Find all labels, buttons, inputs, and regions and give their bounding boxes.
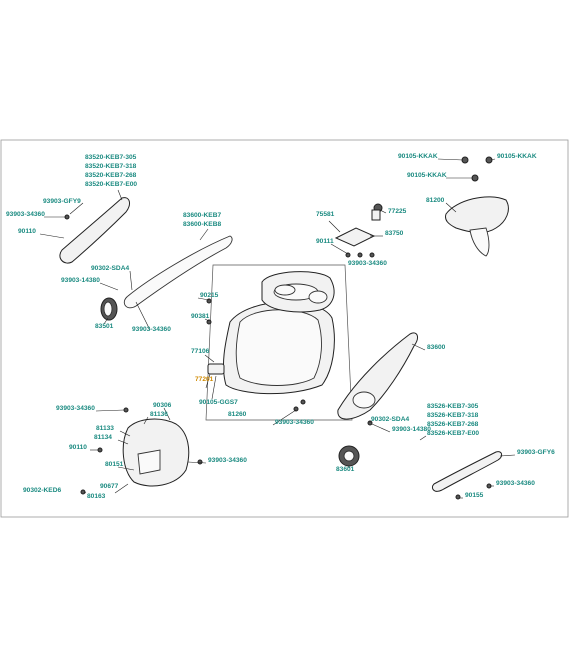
- diagram-frame: [0, 139, 569, 518]
- part-label-93903-34360: 93903-34360: [496, 480, 535, 487]
- part-label-90306: 90306: [153, 402, 172, 409]
- part-label-83600-keb7: 83600-KEB7: [183, 212, 221, 219]
- reflector-83601-part: [338, 445, 360, 467]
- part-label-83600: 83600: [427, 344, 446, 351]
- hardware-fasteners: [64, 156, 493, 500]
- part-label-93903-14380: 93903-14380: [61, 277, 100, 284]
- reflector-83501-part: [100, 297, 118, 321]
- part-label-83526-keb7-268: 83526-KEB7-268: [427, 421, 479, 428]
- part-label-93903-gfy9: 93903-GFY9: [43, 198, 81, 205]
- part-label-83600-keb8: 83600-KEB8: [183, 221, 221, 228]
- part-label-83520-keb7-268: 83520-KEB7-268: [85, 172, 137, 179]
- part-label-83520-keb7-318: 83520-KEB7-318: [85, 163, 137, 170]
- part-label-90105-ggs7: 90105-GGS7: [199, 399, 238, 406]
- part-label-90105-kkak: 90105-KKAK: [407, 172, 447, 179]
- part-label-77225: 77225: [388, 208, 407, 215]
- part-label-93903-14380: 93903-14380: [392, 426, 431, 433]
- leader-lines: [39, 158, 516, 499]
- rear-cover-83750-part: [334, 203, 383, 247]
- rear-carrier-81200-part: [445, 196, 509, 257]
- part-label-93903-34360: 93903-34360: [275, 419, 314, 426]
- part-label-90111: 90111: [316, 238, 334, 245]
- part-label-90215: 90215: [200, 292, 219, 299]
- part-label-81260: 81260: [228, 411, 247, 418]
- left-side-cover: [123, 235, 233, 309]
- part-label-93903-34360: 93903-34360: [348, 260, 387, 267]
- part-label-80151: 80151: [105, 461, 124, 468]
- left-side-strip: [59, 197, 130, 264]
- part-label-93903-34360: 93903-34360: [132, 326, 171, 333]
- part-label-83501: 83501: [95, 323, 114, 330]
- part-label-83520-keb7-e00: 83520-KEB7-E00: [85, 181, 137, 188]
- part-label-75581: 75581: [316, 211, 335, 218]
- pad-77201-part: [207, 363, 225, 375]
- part-label-90381: 90381: [191, 313, 210, 320]
- part-label-83526-keb7-e00: 83526-KEB7-E00: [427, 430, 479, 437]
- part-label-81133: 81133: [96, 425, 114, 432]
- part-label-90105-kkak: 90105-KKAK: [398, 153, 438, 160]
- part-label-81134: 81134: [94, 434, 112, 441]
- part-label-81200: 81200: [426, 197, 445, 204]
- right-cover-vent: [352, 391, 376, 409]
- part-label-83750: 83750: [385, 230, 404, 237]
- part-label-83526-keb7-318: 83526-KEB7-318: [427, 412, 479, 419]
- right-lower-strip: [431, 451, 503, 492]
- lower-front-cover: [122, 418, 190, 487]
- part-number-labels: 83520-KEB7-305 83520-KEB7-318 83520-KEB7-2…: [6, 153, 555, 500]
- part-label-93903-34360: 93903-34360: [6, 211, 45, 218]
- part-label-90677: 90677: [100, 483, 119, 490]
- part-label-77201: 77201: [195, 376, 214, 383]
- seat-storage-box: [222, 271, 335, 395]
- part-label-90302-sda4: 90302-SDA4: [91, 265, 129, 272]
- part-label-93903-34360: 93903-34360: [208, 457, 247, 464]
- part-label-81136: 81136: [150, 411, 168, 418]
- part-label-83520-keb7-305: 83520-KEB7-305: [85, 154, 137, 161]
- part-label-80163: 80163: [87, 493, 106, 500]
- part-label-93903-gfy6: 93903-GFY6: [517, 449, 555, 456]
- part-label-90110: 90110: [69, 444, 87, 451]
- part-label-83526-keb7-305: 83526-KEB7-305: [427, 403, 479, 410]
- part-label-90110: 90110: [18, 228, 36, 235]
- part-label-90302-sda4: 90302-SDA4: [371, 416, 409, 423]
- part-label-93903-34360: 93903-34360: [56, 405, 95, 412]
- part-label-90155: 90155: [465, 492, 484, 499]
- part-label-83601: 83601: [336, 466, 355, 473]
- part-label-77106: 77106: [191, 348, 210, 355]
- part-label-90302-ked6: 90302-KED6: [23, 487, 61, 494]
- part-label-90105-kkak: 90105-KKAK: [497, 153, 537, 160]
